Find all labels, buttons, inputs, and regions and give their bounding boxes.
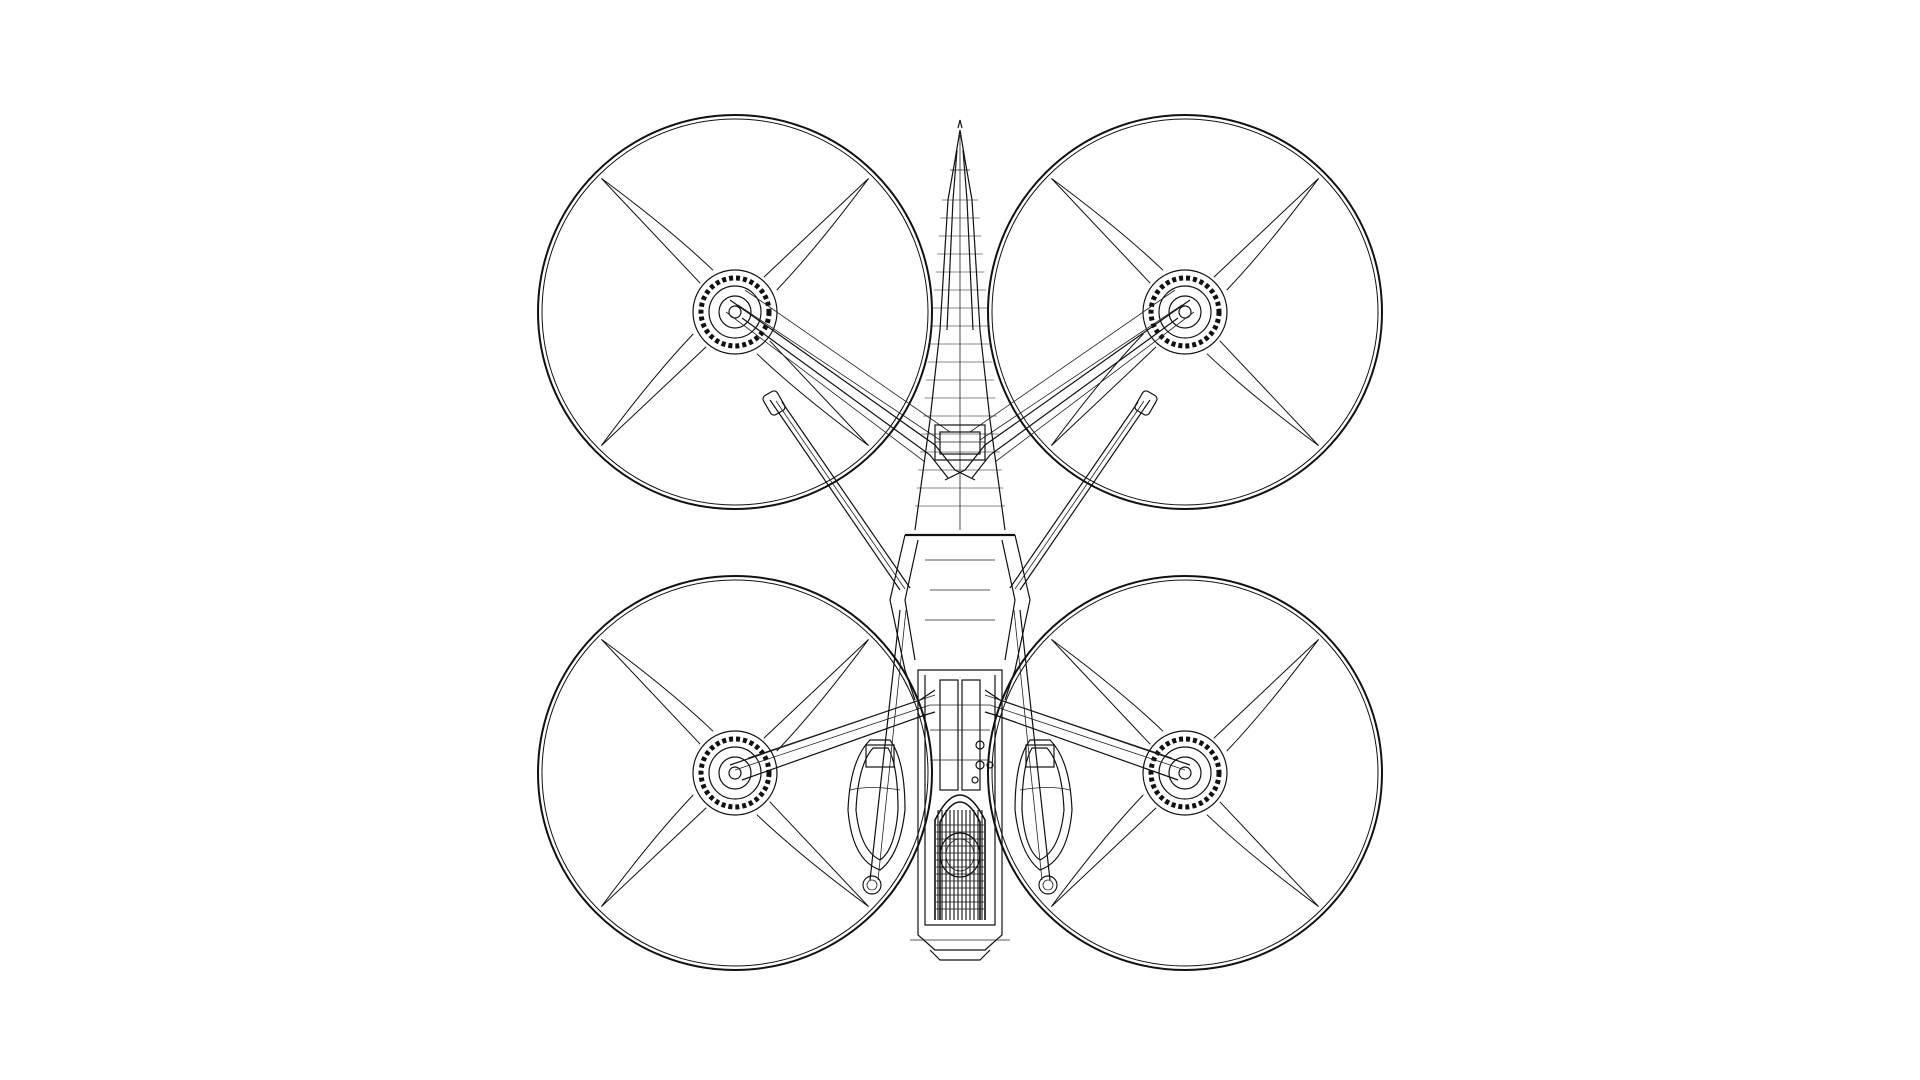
rotor-guard-inner-ring bbox=[541, 579, 929, 967]
rotor-blade bbox=[1206, 340, 1319, 447]
front-left-arm bbox=[725, 289, 976, 481]
rotor-blade bbox=[601, 638, 714, 745]
motor-shaft-ring bbox=[718, 756, 752, 790]
boom-ribs bbox=[915, 199, 1005, 507]
front-left-strut bbox=[762, 390, 911, 591]
rotor-blade bbox=[600, 333, 707, 446]
rotor-guard-inner-ring bbox=[991, 118, 1379, 506]
motor-inner-ring bbox=[1158, 746, 1212, 800]
rotor-blade bbox=[1213, 178, 1320, 291]
motor-inner-ring bbox=[1158, 285, 1212, 339]
motor-outer-ring bbox=[692, 730, 778, 816]
motor-stator bbox=[1148, 275, 1222, 349]
rotor-guard-inner-ring bbox=[541, 118, 929, 506]
rotor-blade bbox=[1051, 177, 1164, 284]
rotor-blade bbox=[763, 639, 870, 752]
motor-stator bbox=[698, 736, 772, 810]
rotor-guard-inner-ring bbox=[991, 579, 1379, 967]
rotor-blade bbox=[1050, 333, 1157, 446]
rotor-blade bbox=[1206, 801, 1319, 908]
right-side-pod bbox=[1014, 739, 1073, 871]
rotor-rear-left bbox=[537, 575, 933, 971]
front-right-arm bbox=[944, 289, 1195, 481]
rotor-blade bbox=[763, 178, 870, 291]
rotor-guard-ring bbox=[987, 575, 1383, 971]
rotor-guard-ring bbox=[537, 575, 933, 971]
left-side-pod bbox=[847, 739, 906, 871]
motor-shaft bbox=[1178, 305, 1192, 319]
electronics-cluster bbox=[934, 794, 986, 920]
rotor-blade bbox=[1213, 639, 1320, 752]
rotor-front-right bbox=[987, 114, 1383, 510]
motor-shaft-ring bbox=[1168, 756, 1202, 790]
motor-shaft bbox=[728, 305, 742, 319]
rotor-guard-ring bbox=[537, 114, 933, 510]
front-right-strut bbox=[1009, 390, 1158, 591]
rotor-front-left bbox=[537, 114, 933, 510]
motor-inner-ring bbox=[708, 285, 762, 339]
rotor-blade bbox=[756, 801, 869, 908]
motor-shaft-ring bbox=[718, 295, 752, 329]
rotor-rear-right bbox=[987, 575, 1383, 971]
fuselage bbox=[889, 119, 1031, 961]
motor-stator bbox=[1148, 736, 1222, 810]
motor-shaft bbox=[1178, 766, 1192, 780]
rotor-guard-ring bbox=[987, 114, 1383, 510]
motor-inner-ring bbox=[708, 746, 762, 800]
rotor-blade bbox=[756, 340, 869, 447]
rotor-blade bbox=[1051, 638, 1164, 745]
rotor-blade bbox=[1050, 794, 1157, 907]
rotor-blade bbox=[600, 794, 707, 907]
motor-stator bbox=[698, 275, 772, 349]
motor-outer-ring bbox=[1142, 730, 1228, 816]
rotor-group bbox=[537, 114, 1383, 971]
motor-shaft-ring bbox=[1168, 295, 1202, 329]
motor-shaft bbox=[728, 766, 742, 780]
rotor-blade bbox=[601, 177, 714, 284]
